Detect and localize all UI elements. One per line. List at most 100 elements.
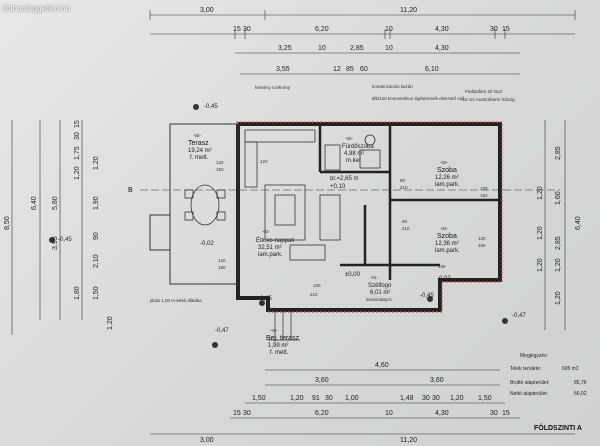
left-dimension-lines <box>11 120 83 335</box>
top-dim-1: 3,00 <box>200 7 214 14</box>
watermark: Otthonfüggetlen.hu <box>2 4 71 13</box>
win-120-d: 120 <box>478 236 486 241</box>
room-floor: lam.park. <box>435 248 460 254</box>
legend-title: Megjegyzés: <box>520 353 548 359</box>
room-number: -01- <box>370 275 379 280</box>
left-dim-mid-0: 6,40 <box>31 196 38 210</box>
left-dim-in-1: 30 <box>74 132 81 140</box>
top-dim-r4-1: 12 <box>333 66 341 73</box>
left-dim-mid-1: 5,80 <box>52 196 59 210</box>
top-dim-r3-3: 10 <box>385 45 393 52</box>
left-dim-in-2: 1,75 <box>74 146 81 160</box>
right-dim-0: 2,85 <box>555 146 562 160</box>
bottom-dim-r3-6: 30 <box>422 395 430 402</box>
top-dim-r3-2: 2,85 <box>350 45 364 52</box>
bottom-dim-r2-0: 3,60 <box>315 377 329 384</box>
note-padlas: Padlásfém 20 Ncd <box>465 89 502 94</box>
top-dim-r3-4: 4,30 <box>435 45 449 52</box>
win-120-a: 120 <box>216 160 224 165</box>
room-szoba-04: -04- Szoba 12,36 m² lam.park. <box>435 226 460 254</box>
legend-gross-value: 85,76 <box>574 380 587 386</box>
room-area: 6,01 m² <box>370 290 390 296</box>
room-area: 32,51 m² <box>258 245 282 251</box>
bottom-dim-r4-4: 4,30 <box>435 410 449 417</box>
bottom-dim-r3-1: 1,20 <box>290 395 304 402</box>
room-name: Bej. terasz <box>266 335 300 342</box>
left-dim-outer: 8,50 <box>4 216 11 230</box>
top-dim-r3-1: 10 <box>318 45 326 52</box>
top-dim-r4-3: 60 <box>360 66 368 73</box>
room-name: Étk.ko-nappali <box>256 237 294 244</box>
left-dim-in-3: 1,20 <box>74 166 81 180</box>
win-150-a: 150 <box>216 167 224 172</box>
left-dim-in-5: 3,95 <box>52 236 59 250</box>
bottom-dim-r2-1: 3,60 <box>430 377 444 384</box>
room-floor: kerámialap.b. <box>366 297 393 302</box>
legend-plot-value: 695 m2 <box>562 366 579 372</box>
top-dim-r3-0: 3,25 <box>278 45 292 52</box>
room-number: -02- <box>262 229 271 234</box>
bottom-dim-r5-1: 11,20 <box>400 437 417 444</box>
door-100: 100 <box>313 283 321 288</box>
door-210c: 210 <box>310 292 318 297</box>
level-a: -0,45 <box>204 104 218 110</box>
door-100b: 100 <box>438 264 446 269</box>
right-dim-4: 1,20 <box>537 226 544 240</box>
win-120-c: 120 <box>480 186 488 191</box>
level-f: -0,47 <box>215 328 229 334</box>
ceiling-height: br.=2,65 m <box>330 176 359 182</box>
left-dim-in-4: 1,20 <box>93 156 100 170</box>
room-number: -06- <box>193 133 202 138</box>
left-dim-in-11: 1,20 <box>107 316 114 330</box>
right-dim-7: 1,20 <box>555 291 562 305</box>
room-area: 12,26 m² <box>435 175 459 181</box>
bottom-dim-r4-5: 30 <box>490 410 498 417</box>
room-name: Terasz <box>188 140 209 147</box>
room-number: -03- <box>440 160 449 165</box>
top-dim-r2-5: 30 <box>490 26 498 33</box>
win-120-b: 120 <box>260 159 268 164</box>
room-number: -05- <box>270 328 279 333</box>
bottom-dim-r5-0: 3,00 <box>200 437 214 444</box>
top-dim-r2-4: 4,30 <box>435 26 449 33</box>
note-kemeny: kémény szekrény <box>255 85 291 90</box>
level-b: -0,45 <box>58 237 72 243</box>
room-area: 19,24 m² <box>188 148 212 154</box>
top-dim-r2-2: 6,20 <box>315 26 329 33</box>
room-area: 4,98 m² <box>344 151 364 157</box>
right-dim-1: 1,20 <box>537 186 544 200</box>
room-nappali: -02- Étk.ko-nappali 32,51 m² lam.park. <box>256 229 294 258</box>
bottom-dim-r3-9: 1,50 <box>478 395 492 402</box>
bottom-dim-r3-2: 91 <box>312 395 320 402</box>
top-dimension-lines <box>149 10 576 75</box>
bottom-dim-r1-0: 4,60 <box>375 362 389 369</box>
dining-table <box>184 184 226 226</box>
room-name: Szoba <box>437 167 457 174</box>
door-210b: 210 <box>402 226 410 231</box>
legend-plot-label: Telek területe: <box>510 366 541 372</box>
room-floor: lam.park. <box>258 252 283 258</box>
room-szelfogo: -01- Szélfogó 6,01 m² kerámialap.b. <box>366 275 393 302</box>
win-150-e: 150 <box>218 265 226 270</box>
top-dim-r2-1: 30 <box>243 26 251 33</box>
bottom-dim-r4-0: 15 <box>233 410 241 417</box>
level-h: -0,45 <box>258 296 272 302</box>
right-dim-6: 1,20 <box>537 258 544 272</box>
room-bej-terasz: -05- Bej. terasz 1,99 m² f. mett. <box>266 328 300 356</box>
level-marker-symbols <box>49 104 508 348</box>
interior-walls <box>318 124 500 280</box>
level-c: -0,02 <box>200 241 214 247</box>
top-dim-r4-4: 6,10 <box>425 66 439 73</box>
left-dim-in-9: 1,80 <box>74 286 81 300</box>
note-elvezeto: Ø5/120 koncentrikus égéstermék elvezető … <box>372 96 465 101</box>
room-floor: f. mett. <box>190 155 209 161</box>
top-dim-2: 11,20 <box>400 7 417 14</box>
bottom-dim-r4-6: 15 <box>502 410 510 417</box>
left-dim-in-8: 2,10 <box>93 254 100 268</box>
top-dim-r4-2: 85 <box>346 66 354 73</box>
bottom-dim-r3-3: 30 <box>325 395 333 402</box>
note-hoszig: +15 cm Austrotherm hőszig. <box>460 97 516 102</box>
top-dim-r2-3: 10 <box>385 26 393 33</box>
left-dim-in-6: 1,90 <box>93 196 100 210</box>
room-name: Fürdőszoba <box>342 144 374 150</box>
